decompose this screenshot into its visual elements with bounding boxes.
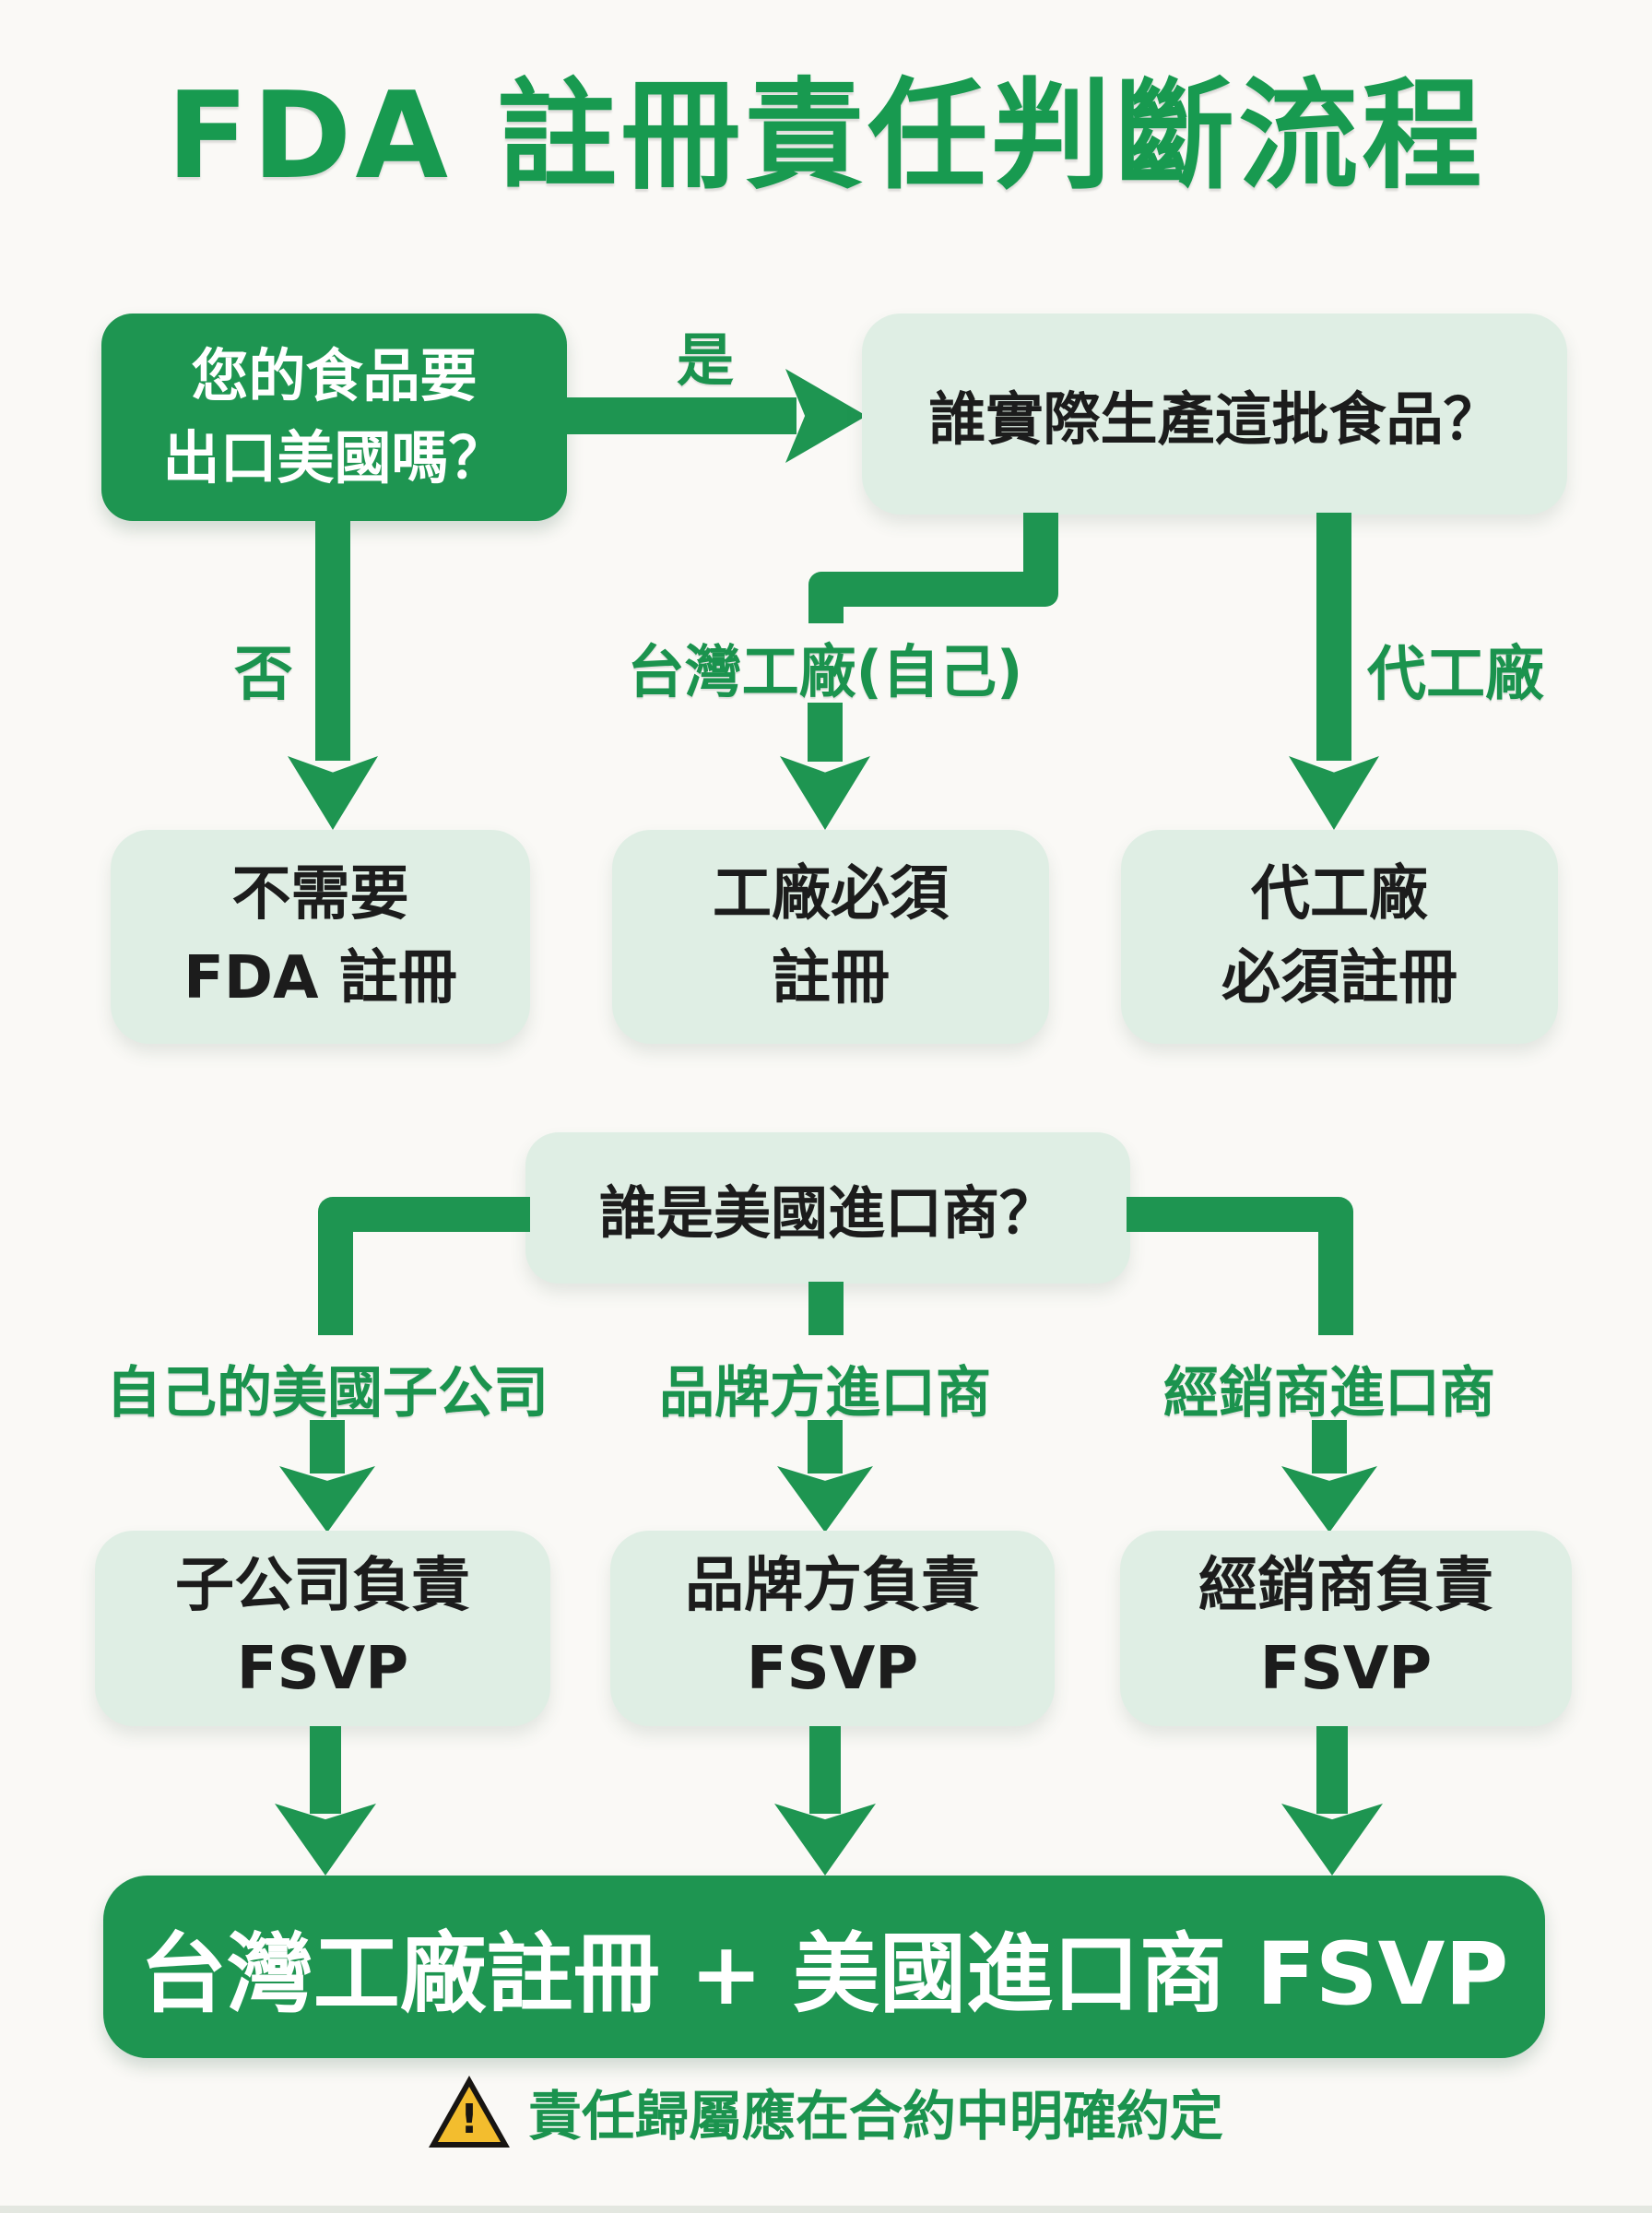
connector-final-right-shaft — [1316, 1726, 1348, 1814]
warning-exclamation: ! — [459, 2096, 479, 2143]
node-result-factory-register-line1: 工廠必須 — [713, 860, 949, 929]
edge-label-distributor: 經銷商進口商 — [1163, 1361, 1495, 1426]
connector-yes-shaft — [564, 397, 796, 434]
node-question-export: 您的食品要 出口美國嗎？ — [101, 314, 567, 521]
edge-label-subsidiary: 自己的美國子公司 — [106, 1361, 549, 1426]
connector-final-left-shaft — [310, 1726, 341, 1814]
connector-distributor-elbow-vertical — [1318, 1217, 1353, 1335]
node-result-contract-register: 代工廠 必須註冊 — [1121, 830, 1558, 1044]
node-result-subsidiary-fsvp-line1: 子公司負責 — [175, 1552, 470, 1621]
footnote: ! 責任歸屬應在合約中明確約定 — [0, 2073, 1652, 2150]
node-final-banner-text: 台灣工廠註冊 + 美國進口商 FSVP — [139, 1924, 1509, 2025]
connector-distributor-shaft — [1312, 1420, 1347, 1473]
arrowhead-final-middle-icon — [774, 1804, 876, 1876]
edge-label-own-factory: 台灣工廠(自己) — [627, 638, 1023, 705]
footnote-text: 責任歸屬應在合約中明確約定 — [527, 2085, 1223, 2148]
connector-subsidiary-shaft — [310, 1420, 345, 1473]
node-result-distributor-fsvp-line2: FSVP — [1259, 1635, 1433, 1703]
node-result-subsidiary-fsvp-line2: FSVP — [236, 1635, 409, 1703]
edge-label-yes: 是 — [676, 326, 734, 394]
arrowhead-contract-icon — [1289, 756, 1379, 830]
edge-label-no: 否 — [234, 641, 293, 709]
node-result-no-registration: 不需要 FDA 註冊 — [111, 830, 530, 1044]
node-result-subsidiary-fsvp: 子公司負責 FSVP — [95, 1531, 550, 1726]
node-question-producer: 誰實際生產這批食品？ — [862, 314, 1567, 515]
page-title: FDA 註冊責任判斷流程 — [166, 65, 1486, 206]
connector-contract-shaft — [1316, 513, 1351, 761]
connector-own-shaft — [808, 703, 843, 762]
node-question-producer-text: 誰實際生產這批食品？ — [928, 385, 1501, 453]
connector-own-elbow-horizontal — [808, 572, 1058, 607]
node-result-factory-register: 工廠必須 註冊 — [612, 830, 1049, 1044]
node-result-brand-fsvp: 品牌方負責 FSVP — [610, 1531, 1055, 1726]
connector-subsidiary-elbow-horizontal — [318, 1197, 530, 1232]
arrowhead-yes-icon — [785, 369, 867, 463]
node-question-export-line1: 您的食品要 — [191, 342, 478, 410]
arrowhead-final-left-icon — [275, 1804, 376, 1876]
node-result-distributor-fsvp-line1: 經銷商負責 — [1198, 1552, 1493, 1621]
node-result-no-registration-line2: FDA 註冊 — [183, 944, 457, 1012]
node-question-importer-text: 誰是美國進口商？ — [598, 1179, 1056, 1247]
node-question-export-line2: 出口美國嗎？ — [162, 423, 506, 491]
edge-label-contract-factory: 代工廠 — [1367, 641, 1544, 709]
arrowhead-final-right-icon — [1281, 1804, 1383, 1876]
connector-no-shaft — [315, 516, 350, 761]
node-question-importer: 誰是美國進口商？ — [525, 1132, 1130, 1284]
arrowhead-no-icon — [288, 756, 378, 830]
node-result-brand-fsvp-line1: 品牌方負責 — [685, 1552, 980, 1621]
node-result-distributor-fsvp: 經銷商負責 FSVP — [1120, 1531, 1572, 1726]
arrowhead-distributor-icon — [1281, 1466, 1377, 1533]
node-result-contract-register-line1: 代工廠 — [1251, 860, 1428, 929]
node-result-brand-fsvp-line2: FSVP — [746, 1635, 919, 1703]
connector-own-elbow-stub — [808, 590, 844, 623]
node-result-factory-register-line2: 註冊 — [772, 944, 890, 1012]
connector-brand-stub — [808, 1282, 844, 1335]
arrowhead-subsidiary-icon — [279, 1466, 375, 1533]
node-result-contract-register-line2: 必須註冊 — [1221, 944, 1457, 1012]
bottom-edge-strip — [0, 2206, 1652, 2213]
edge-label-brand: 品牌方進口商 — [659, 1361, 991, 1426]
connector-subsidiary-elbow-vertical — [318, 1217, 353, 1335]
connector-distributor-elbow-horizontal — [1127, 1197, 1353, 1232]
node-result-no-registration-line1: 不需要 — [231, 860, 409, 929]
node-final-banner: 台灣工廠註冊 + 美國進口商 FSVP — [103, 1876, 1545, 2058]
warning-triangle-icon: ! — [428, 2076, 510, 2148]
connector-brand-shaft — [808, 1420, 843, 1473]
connector-final-middle-shaft — [809, 1726, 841, 1814]
arrowhead-own-icon — [780, 756, 870, 830]
arrowhead-brand-icon — [777, 1466, 873, 1533]
